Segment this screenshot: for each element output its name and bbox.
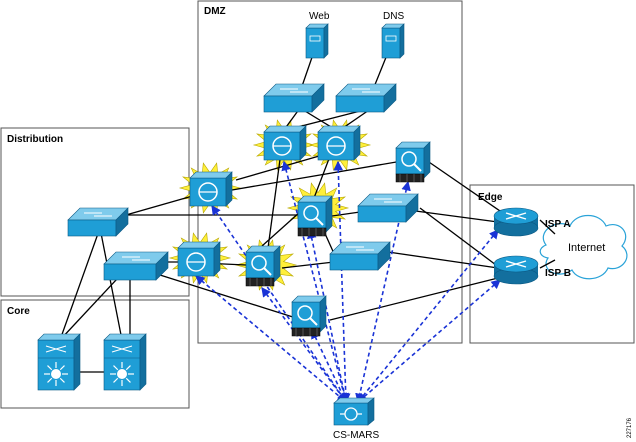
- distribution-switch-bottom-icon: [103, 251, 169, 281]
- figure-code: 227176: [627, 417, 633, 438]
- dns-server-icon: [381, 23, 405, 59]
- isp-b-label: ISP B: [545, 268, 571, 279]
- monitor-link: [307, 228, 349, 404]
- dmz-switch-left-icon: [263, 83, 325, 113]
- dmz-ids-top-icon: [395, 141, 431, 183]
- distribution-switch-top-icon: [67, 207, 129, 237]
- dmz-switch-right-icon: [335, 83, 397, 113]
- core-switch-right-icon: [103, 333, 147, 391]
- network-devices: [37, 23, 539, 426]
- web-server-icon: [305, 23, 329, 59]
- distribution-firewall-bottom-icon: [177, 241, 221, 277]
- core-switch-left-icon: [37, 333, 81, 391]
- edge-label: Edge: [478, 192, 503, 203]
- dmz-switch-middle-icon: [357, 193, 419, 223]
- dmz-ids-lower-icon: [245, 245, 281, 287]
- dmz-firewall-left-icon: [263, 125, 307, 161]
- isp-b-router-icon: [493, 255, 539, 285]
- monitor-link: [261, 287, 347, 403]
- dmz-ids-bottom-icon: [291, 295, 327, 337]
- core-label: Core: [7, 306, 30, 317]
- monitor-link: [311, 328, 347, 404]
- core-zone: [0, 299, 190, 409]
- cloud-icon: [539, 214, 628, 280]
- dns-label: DNS: [383, 11, 404, 22]
- cs-mars-icon: [333, 397, 375, 426]
- dmz-firewall-right-icon: [317, 125, 361, 161]
- dmz-ids-center-icon: [297, 195, 333, 237]
- isp-a-label: ISP A: [545, 219, 571, 230]
- distribution-firewall-top-icon: [189, 171, 233, 207]
- mars-label: CS-MARS: [333, 430, 379, 441]
- web-label: Web: [309, 11, 330, 22]
- dmz-label: DMZ: [204, 6, 226, 17]
- dmz-switch-lower-icon: [329, 241, 391, 271]
- internet-label: Internet: [568, 242, 605, 254]
- distribution-label: Distribution: [7, 134, 63, 145]
- monitor-link: [357, 279, 501, 403]
- isp-a-router-icon: [493, 207, 539, 237]
